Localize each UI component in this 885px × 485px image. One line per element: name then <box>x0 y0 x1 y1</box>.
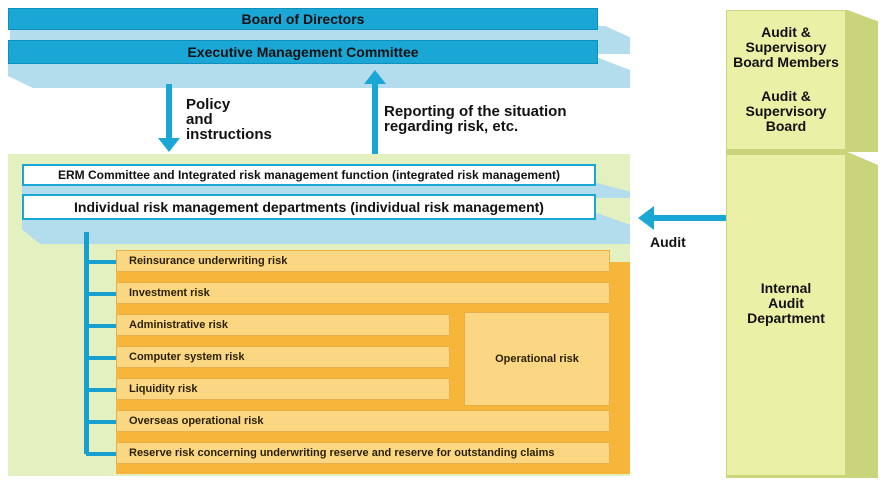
internal-audit-line-1: Internal <box>760 280 812 296</box>
risk-stub-5 <box>86 388 118 392</box>
reporting-text: Reporting of the situation regarding ris… <box>384 104 566 134</box>
internal-audit-line-2: Audit <box>768 295 804 311</box>
policy-down-arrow <box>158 84 180 152</box>
internal-audit-box: Internal Audit Department <box>726 154 846 476</box>
erm-committee-label: ERM Committee and Integrated risk manage… <box>57 168 561 182</box>
individual-risk-label: Individual risk management departments (… <box>74 199 544 215</box>
risk-computer-system: Computer system risk <box>116 346 450 368</box>
reporting-up-arrow <box>364 70 386 154</box>
risk-administrative: Administrative risk <box>116 314 450 336</box>
audit-members-line-1: Audit & <box>761 24 811 40</box>
reporting-line-1: Reporting of the situation <box>384 103 567 120</box>
policy-text: Policy and instructions <box>186 97 272 142</box>
board-of-directors-bar: Board of Directors <box>8 8 598 30</box>
operational-risk-label: Operational risk <box>495 353 579 365</box>
internal-audit-text: Internal Audit Department <box>727 281 845 326</box>
audit-board-line-2: Supervisory <box>745 103 827 119</box>
audit-board-line-1: Audit & <box>761 88 811 104</box>
audit-label: Audit <box>650 234 686 250</box>
risk-stub-4 <box>86 356 118 360</box>
risk-liquidity: Liquidity risk <box>116 378 450 400</box>
policy-line-3: instructions <box>186 126 272 143</box>
executive-management-committee-label: Executive Management Committee <box>187 44 419 60</box>
risk-stub-2 <box>86 292 118 296</box>
risk-stub-3 <box>86 324 118 328</box>
audit-members-line-2: Supervisory <box>745 39 827 55</box>
policy-line-2: and <box>186 111 213 128</box>
executive-management-committee-bar: Executive Management Committee <box>8 40 598 64</box>
policy-line-1: Policy <box>186 96 231 113</box>
erm-committee-bar: ERM Committee and Integrated risk manage… <box>22 164 596 186</box>
audit-members-text: Audit & Supervisory Board Members <box>727 25 845 70</box>
audit-left-arrow <box>638 206 728 230</box>
individual-risk-bar: Individual risk management departments (… <box>22 194 596 220</box>
audit-board-text: Audit & Supervisory Board <box>727 89 845 134</box>
risk-stub-7 <box>86 452 118 456</box>
audit-board-line-3: Board <box>765 118 807 134</box>
internal-audit-line-3: Department <box>747 310 825 326</box>
risk-overseas-operational: Overseas operational risk <box>116 410 610 432</box>
risk-reserve: Reserve risk concerning underwriting res… <box>116 442 610 464</box>
risk-stub-6 <box>86 420 118 424</box>
risk-reinsurance-underwriting: Reinsurance underwriting risk <box>116 250 610 272</box>
operational-risk-box: Operational risk <box>464 312 610 406</box>
risk-tree-line <box>84 232 89 454</box>
operational-risk-side <box>450 312 468 408</box>
risk-investment: Investment risk <box>116 282 610 304</box>
board-of-directors-label: Board of Directors <box>241 11 365 27</box>
risk-stub-1 <box>86 260 118 264</box>
audit-members-line-3: Board Members <box>733 54 839 70</box>
reporting-line-2: regarding risk, etc. <box>384 118 519 135</box>
audit-supervisory-box: Audit & Supervisory Board Members Audit … <box>726 10 846 150</box>
